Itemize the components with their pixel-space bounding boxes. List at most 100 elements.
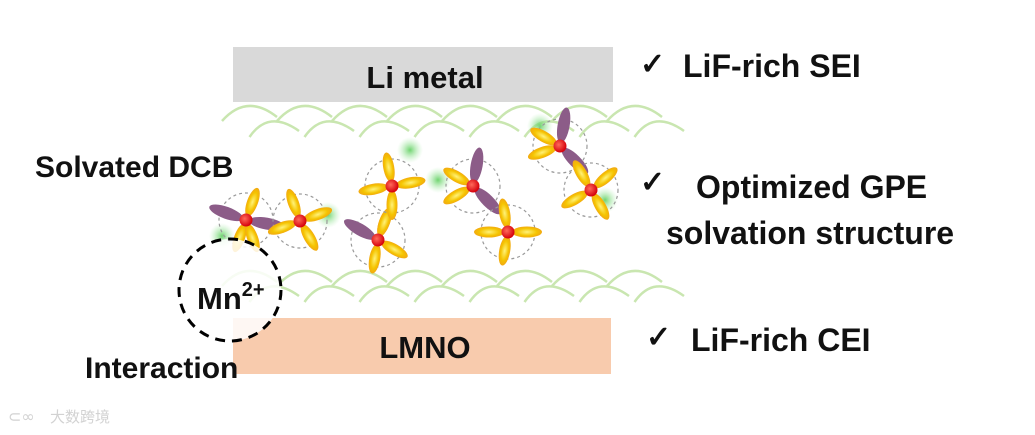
polymer-chains (221, 104, 685, 303)
solvent-ligand (530, 127, 557, 146)
polymer-arc (331, 104, 388, 122)
solvent-ligand (245, 223, 260, 253)
solvation-cluster (343, 207, 408, 274)
li-ion-center (293, 214, 307, 228)
polymer-arc (606, 269, 663, 287)
dcb-ligand (469, 147, 484, 184)
anion-glow (425, 167, 451, 193)
polymer-arc (276, 104, 333, 122)
polymer-arc (276, 269, 333, 287)
mn-ion: Mn2+ (177, 237, 283, 343)
watermark: ⊂∞ 大数跨境 (8, 407, 110, 426)
solvent-ligand (474, 226, 504, 238)
polymer-arc (523, 285, 575, 303)
check-icon: ✓ (646, 321, 671, 354)
solvent-ligand (443, 186, 470, 205)
dcb-ligand (474, 187, 502, 215)
solvation-cluster (358, 137, 426, 220)
solvated-dcb-label: Solvated DCB (35, 151, 233, 184)
solvent-ligand (300, 224, 319, 251)
mn-dashed-circle (177, 237, 283, 343)
solvent-ligand (443, 167, 470, 186)
solvation-cluster (561, 160, 619, 220)
dcb-ligand (343, 219, 376, 240)
polymer-arc (413, 120, 465, 138)
polymer-arc (413, 285, 465, 303)
solvent-ligand (303, 207, 333, 222)
dcb-ligand (209, 204, 244, 222)
polymer-arc (441, 269, 498, 287)
polymer-arc (303, 120, 355, 138)
watermark-logo-icon: ⊂∞ (8, 407, 35, 426)
solvent-ligand (368, 243, 381, 274)
polymer-arc (358, 285, 410, 303)
polymer-arc (551, 269, 608, 287)
polymer-arc (248, 120, 300, 138)
solvent-ligand (381, 240, 408, 259)
li-ion-center (371, 233, 385, 247)
solvent-ligand (358, 183, 389, 196)
solvent-ligand (386, 190, 398, 220)
lmno-label: LMNO (379, 330, 470, 365)
check-icon: ✓ (640, 48, 665, 81)
check-icon: ✓ (640, 166, 665, 199)
polymer-arc (496, 104, 553, 122)
solvent-ligand (267, 220, 297, 235)
solvent-ligand (572, 160, 591, 187)
solvation-shell (272, 193, 328, 249)
solvent-ligand (286, 188, 301, 218)
lmno-layer: LMNO (233, 318, 611, 374)
polymer-arc (468, 285, 520, 303)
polymer-arc (578, 285, 630, 303)
polymer-arc (551, 104, 608, 122)
lmno-bar (233, 318, 611, 374)
polymer-arc (441, 104, 498, 122)
solvent-ligand (512, 226, 542, 238)
solvent-ligand (593, 167, 618, 189)
mn-label: Mn2+ (197, 279, 265, 316)
polymer-arc (386, 269, 443, 287)
polymer-arc (606, 104, 663, 122)
polymer-arc (633, 120, 685, 138)
polymer-arc (633, 285, 685, 303)
polymer-arc (578, 120, 630, 138)
polymer-arc (386, 104, 443, 122)
li-ion-center (584, 183, 598, 197)
polymer-arc (496, 269, 553, 287)
polymer-arc (303, 285, 355, 303)
solvent-ligand (591, 193, 610, 220)
li-metal-bar (233, 47, 613, 102)
benefits-list: ✓ LiF-rich SEI ✓ Optimized GPE solvation… (640, 48, 954, 358)
dcb-ligand (556, 107, 571, 144)
li-metal-label: Li metal (366, 60, 483, 95)
solvent-ligand (527, 145, 557, 160)
solvent-ligand (395, 176, 426, 189)
solvation-cluster (425, 147, 502, 215)
polymer-arc (331, 269, 388, 287)
solvent-ligand (498, 198, 511, 229)
solvent-ligand (561, 190, 588, 209)
polymer-arc (221, 104, 278, 122)
polymer-arc (358, 120, 410, 138)
benefit-gpe-line2: solvation structure (666, 215, 954, 251)
anion-glow (397, 137, 423, 163)
watermark-text: 大数跨境 (50, 408, 110, 426)
solvation-shell (563, 162, 619, 218)
benefit-gpe-line1: Optimized GPE (696, 169, 927, 205)
polymer-arc (468, 120, 520, 138)
li-metal-layer: Li metal (233, 47, 613, 102)
li-ion-center (385, 179, 399, 193)
benefit-cei: LiF-rich CEI (691, 322, 871, 358)
benefit-sei: LiF-rich SEI (683, 48, 861, 84)
li-ion-center (466, 179, 480, 193)
solvent-ligand (382, 152, 395, 183)
solvation-cluster (474, 198, 542, 266)
li-ion-center (501, 225, 515, 239)
solvent-ligand (498, 235, 511, 266)
solvent-ligand (245, 187, 260, 217)
li-ion-center (553, 139, 567, 153)
solvation-cluster (267, 188, 341, 251)
solvation-clusters (209, 107, 619, 274)
interaction-label: Interaction (85, 352, 238, 385)
